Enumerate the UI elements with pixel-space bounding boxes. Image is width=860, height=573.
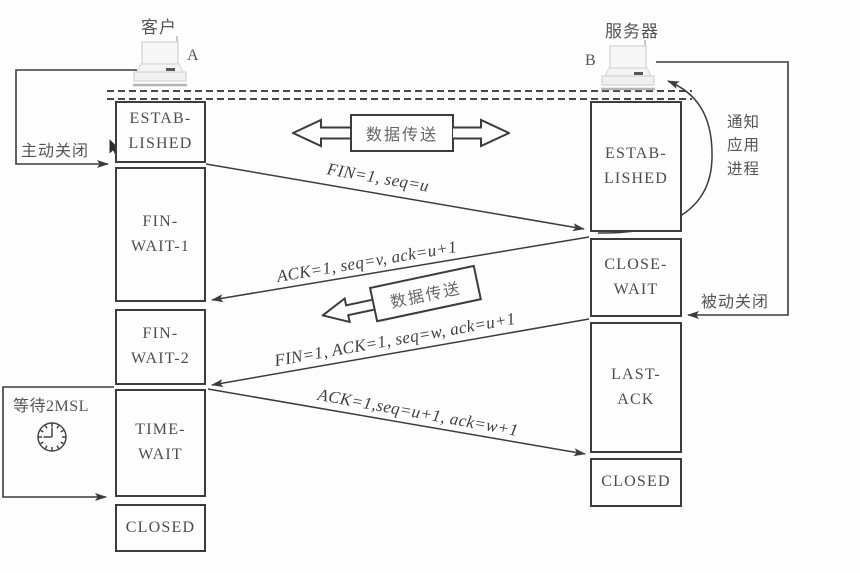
server-state-close-wait: CLOSE- WAIT [590,238,682,317]
state-label: ESTAB- LISHED [128,110,193,152]
ack-arrow [211,236,590,303]
client-computer-icon [133,36,187,87]
server-state-last-ack: LAST- ACK [590,322,682,453]
fin-ack-arrow [211,318,590,388]
server-title: 服务器 [605,22,659,41]
state-label: CLOSE- WAIT [604,255,668,298]
data-transfer-label: 数据传送 [365,127,438,144]
state-label: TIME- WAIT [135,421,186,463]
wait-2msl-label: 等待2MSL [13,398,89,415]
client-node-letter: A [187,47,200,64]
final-ack-arrow [207,388,586,457]
data-transfer-bottom: 数据传送 [318,264,482,333]
client-state-fin-wait-2: FIN- WAIT-2 [115,309,206,385]
client-state-fin-wait-1: FIN- WAIT-1 [115,167,206,302]
notify-application-label: 通知 应用 进程 [727,114,761,178]
passive-close-arrow [656,61,789,319]
fin-arrow [205,163,585,232]
block-arrow-right-icon [452,118,510,148]
data-transfer-top: 数据传送 [292,114,510,152]
active-close-label: 主动关闭 [21,143,90,160]
server-state-closed: CLOSED [590,458,682,507]
state-label: CLOSED [601,473,671,491]
server-computer-icon [601,40,655,91]
client-state-established: ESTAB- LISHED [115,101,206,163]
clock-icon [37,422,67,452]
client-title: 客户 [141,18,177,37]
state-label: CLOSED [125,518,196,536]
connection-established-dashed-lines [107,90,692,100]
block-arrow-left-icon [292,118,352,148]
client-state-closed: CLOSED [115,504,206,552]
server-node-letter: B [585,52,597,69]
server-state-established: ESTAB- LISHED [590,101,682,232]
segment-arrows [205,163,590,457]
data-transfer-top-box: 数据传送 [350,114,454,152]
state-label: ESTAB- LISHED [603,144,669,187]
client-state-time-wait: TIME- WAIT [115,389,206,497]
active-close-arrow [15,69,137,168]
state-label: FIN- WAIT-2 [130,325,191,367]
state-label: FIN- WAIT-1 [130,212,191,255]
state-label: LAST- ACK [611,365,661,408]
passive-close-label: 被动关闭 [701,294,770,311]
wait-2msl-arrow [2,386,114,501]
block-arrow-left-icon [320,296,377,324]
